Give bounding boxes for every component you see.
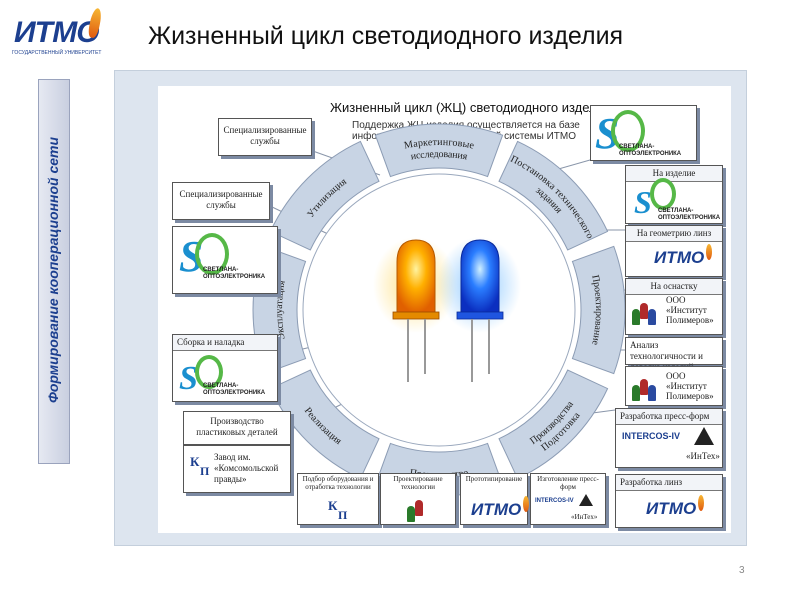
intercos-logo: INTERCOS-IV [622, 431, 681, 441]
itmo-logo: ИТМО [646, 495, 705, 518]
box-spec-services-2: Специализированные службы [172, 182, 270, 220]
stage-marketing-label: исследования [410, 149, 469, 163]
box-svetlana-top: S СВЕТЛАНА-ОПТОЭЛЕКТРОНИКА [590, 105, 697, 161]
box-header: На изделие [626, 166, 722, 182]
box-header: Сборка и наладка [173, 335, 277, 351]
stage-marketing-label: Маркетинговые [403, 137, 475, 152]
page-number: 3 [739, 565, 745, 576]
box-press-form-mfg: Изготовление пресс-форм INTERCOS-IV «ИнТ… [530, 473, 606, 525]
box-plastic-production: Производство пластиковых деталей [183, 411, 291, 445]
stage-design-segment [571, 245, 626, 375]
logo-subtext: ГОСУДАРСТВЕННЫЙ УНИВЕРСИТЕТ [12, 50, 102, 56]
sidebar-banner [38, 79, 70, 464]
stage-operation-label: Эксплуатация [274, 279, 288, 340]
box-for-product: На изделие S СВЕТЛАНА-ОПТОЭЛЕКТРОНИКА [625, 165, 723, 224]
box-label: Специализированные службы [223, 125, 307, 146]
box-label: Подбор оборудования и отработка технолог… [302, 475, 374, 491]
box-lens-dev: Разработка линз ИТМО [615, 474, 723, 528]
box-label: Прототипирование [465, 475, 523, 483]
box-assembly: Сборка и наладка S СВЕТЛАНА-ОПТОЭЛЕКТРОН… [172, 334, 278, 402]
stage-marketing-segment [374, 123, 504, 178]
led-illustration [373, 237, 521, 382]
intercos-logo: INTERCOS-IV [535, 498, 574, 504]
box-label: Производство пластиковых деталей [196, 416, 278, 437]
itmo-logo-header: ИТМО ГОСУДАРСТВЕННЫЙ УНИВЕРСИТЕТ [6, 6, 108, 58]
box-header: Разработка пресс-форм [616, 409, 722, 425]
box-label: Специализированные службы [179, 189, 263, 210]
stage-utilization-segment [269, 140, 380, 251]
box-geometric-lens: На геометрию линз ИТМО [625, 225, 723, 277]
box-tech-analysis: Анализ технологичности и доводка изделий [625, 337, 723, 372]
intech-caption: «ИнТех» [571, 513, 598, 521]
box-header: На геометрию линз [626, 226, 722, 242]
box-header: Разработка линз [616, 475, 722, 491]
box-equipment: Подбор оборудования и отработка технолог… [297, 473, 379, 525]
box-label: Завод им. «Комсомольской правды» [214, 452, 279, 484]
box-spec-services-1: Специализированные службы [218, 118, 312, 156]
itmo-logo: ИТМО [471, 496, 530, 519]
box-svetlana-logo: S СВЕТЛАНА-ОПТОЭЛЕКТРОНИКА [172, 226, 278, 294]
box-prototyping: Прототипирование ИТМО [460, 473, 530, 525]
box-header: На оснастку [626, 279, 722, 295]
intech-caption: «ИнТех» [686, 451, 720, 461]
stage-design-label: Проектирование [589, 274, 604, 347]
box-label: Изготовление пресс-форм [537, 475, 599, 491]
pyramid-icon [579, 494, 593, 506]
stage-spec-segment [498, 140, 609, 251]
logo-word: ИТМО [14, 16, 100, 49]
box-tech-design: Проектирование технологии [380, 473, 456, 525]
itmo-logo: ИТМО [654, 244, 713, 267]
box-press-form-dev: Разработка пресс-форм INTERCOS-IV «ИнТех… [615, 408, 723, 468]
diagram-title: Жизненный цикл (ЖЦ) светодиодного издели… [330, 100, 611, 115]
box-label: Проектирование технологии [393, 475, 443, 491]
page-title: Жизненный цикл светодиодного изделия [148, 22, 624, 50]
pyramid-icon [694, 427, 714, 445]
